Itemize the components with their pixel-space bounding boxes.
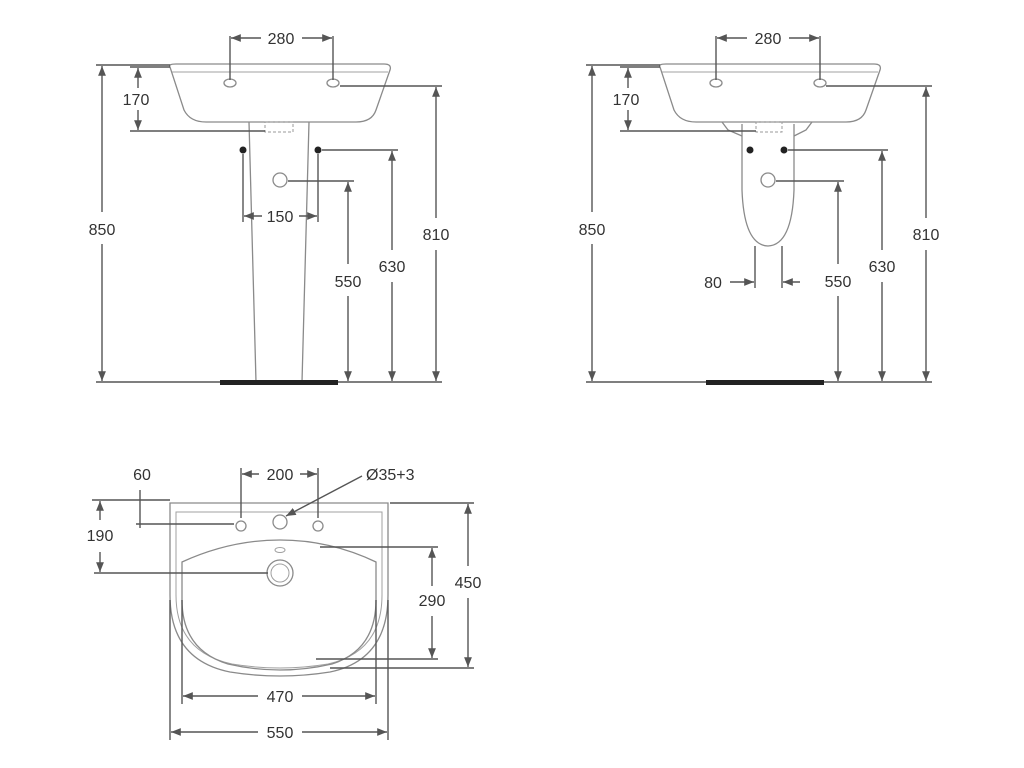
- tap-hole-center-top: [272, 514, 288, 530]
- dim-rim-height-semi: 810: [913, 227, 940, 244]
- floor-base-semi: [706, 380, 824, 385]
- supply-right: [314, 146, 322, 154]
- dim-basin-depth: 170: [123, 92, 150, 109]
- semi-pedestal-outline: [741, 124, 795, 247]
- supply-right-semi: [780, 146, 788, 154]
- bowl-outline: [181, 539, 377, 671]
- dim-waste-width-semi: 80: [704, 275, 722, 292]
- dim-bowl-depth: 290: [419, 593, 446, 610]
- dim-supply-height-semi: 630: [869, 259, 896, 276]
- basin-outline: [168, 63, 392, 123]
- dim-total-depth: 450: [455, 575, 482, 592]
- tap-hole-left-top: [235, 520, 247, 532]
- dim-waste-height-semi: 550: [825, 274, 852, 291]
- front-semi-pedestal-view: 280 170 850 810 630 550 80: [579, 31, 940, 385]
- dim-rim-height: 810: [423, 227, 450, 244]
- tap-hole-left-semi: [709, 78, 723, 88]
- dim-tap-spacing-top: 200: [267, 467, 294, 484]
- dim-basin-depth-semi: 170: [613, 92, 640, 109]
- dim-total-height-semi: 850: [579, 222, 606, 239]
- basin-outline-semi: [658, 63, 882, 123]
- dim-supply-height: 630: [379, 259, 406, 276]
- dim-tap-spacing-semi: 280: [755, 31, 782, 48]
- tap-hole-left: [223, 78, 237, 88]
- waste-outlet: [272, 172, 288, 188]
- dim-supply-spacing: 150: [267, 209, 294, 226]
- dim-bowl-width: 470: [267, 689, 294, 706]
- dim-tap-offset: 60: [133, 467, 151, 484]
- tap-hole-right: [326, 78, 340, 88]
- tap-hole-right-semi: [813, 78, 827, 88]
- dim-total-width: 550: [267, 725, 294, 742]
- dim-drain-offset: 190: [87, 528, 114, 545]
- front-pedestal-view: 280 170 850 810 630 550 150: [89, 31, 450, 385]
- dim-total-height: 850: [89, 222, 116, 239]
- dim-waste-height: 550: [335, 274, 362, 291]
- floor-base: [220, 380, 338, 385]
- top-view: 60 190 200 Ø35+3 450 290 470: [87, 467, 482, 742]
- supply-left-semi: [746, 146, 754, 154]
- tap-hole-right-top: [312, 520, 324, 532]
- waste-outlet-semi: [760, 172, 776, 188]
- pedestal-outline: [248, 121, 310, 383]
- supply-left: [239, 146, 247, 154]
- dim-tap-spacing: 280: [268, 31, 295, 48]
- dim-tap-hole-diameter: Ø35+3: [366, 467, 415, 484]
